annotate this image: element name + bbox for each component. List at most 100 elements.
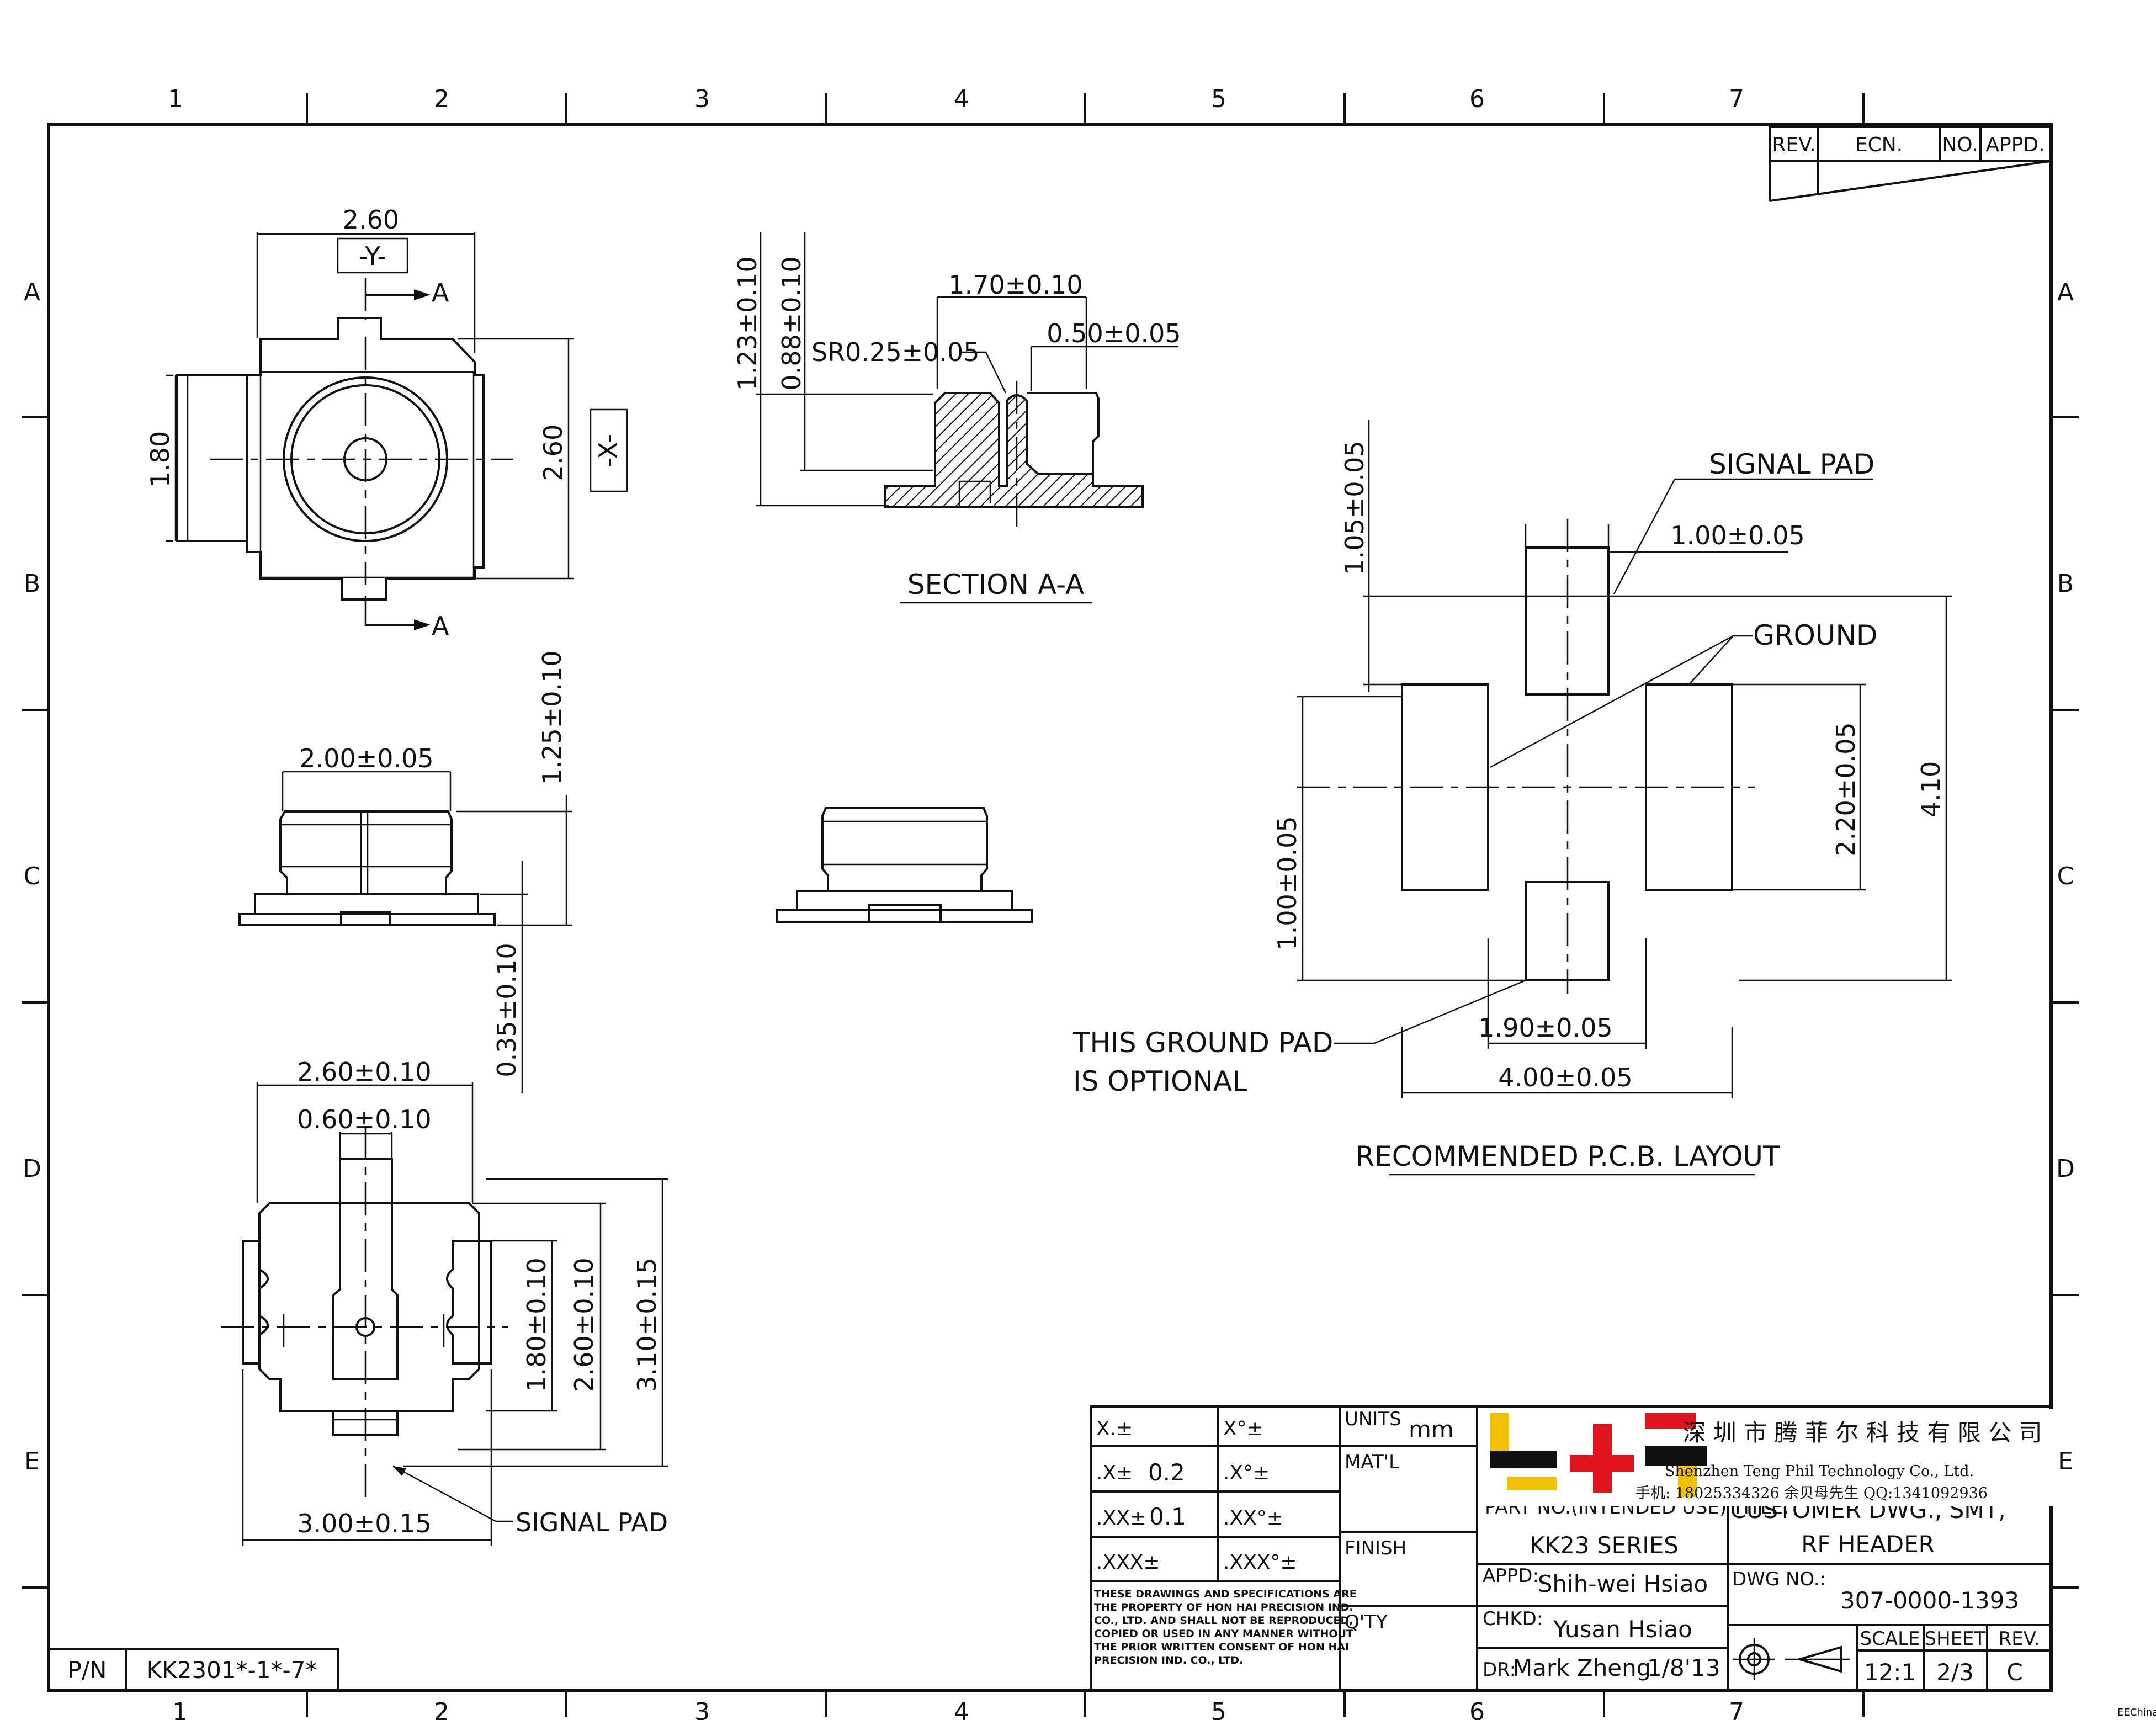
sheet-label: SHEET (1925, 1628, 1986, 1650)
section-title: SECTION A-A (907, 569, 1084, 601)
company-contact: 手机: 18025334326 余贝母先生 QQ:1341092936 (1635, 1485, 1988, 1502)
units-label: UNITS (1345, 1408, 1401, 1430)
zone-labels: 1 2 3 4 5 6 7 1 2 3 4 5 6 7 A B C D E A … (23, 85, 2075, 1720)
pcb-ground-label: GROUND (1753, 619, 1877, 651)
zone-row-a-left: A (24, 278, 40, 306)
notice-line-2: THE PROPERTY OF HON HAI PRECISION IND. (1094, 1601, 1353, 1613)
zone-col-3-top: 3 (694, 85, 710, 113)
units-value: mm (1409, 1416, 1454, 1443)
appd-label: APPD: (1483, 1565, 1539, 1587)
side-view: 2.00±0.05 1.25±0.10 0.35±0.10 (238, 650, 572, 1093)
pcb-top-offset: 1.05±0.05 (1340, 440, 1369, 575)
zone-col-7-bottom: 7 (1729, 1698, 1744, 1720)
tol-x: X.± (1096, 1418, 1133, 1440)
projection-symbol-icon (1733, 1638, 1850, 1680)
pcb-note-line2: IS OPTIONAL (1073, 1065, 1247, 1097)
scale-label: SCALE (1860, 1628, 1920, 1650)
zone-col-5-bottom: 5 (1211, 1698, 1226, 1720)
revision-block: REV. ECN. NO. APPD. (1769, 126, 2051, 202)
side-width-dim: 2.00±0.05 (299, 744, 433, 773)
zone-col-6-bottom: 6 (1469, 1698, 1485, 1720)
finish-label: FINISH (1345, 1537, 1406, 1559)
notice-line-5: THE PRIOR WRITTEN CONSENT OF HON HAI (1094, 1641, 1349, 1653)
zone-row-d-left: D (23, 1155, 41, 1183)
zone-row-c-right: C (2057, 862, 2074, 890)
scale-value: 12:1 (1864, 1659, 1916, 1686)
tol-x2-val: 0.1 (1149, 1503, 1186, 1530)
dr-date: 1/8'13 (1647, 1654, 1720, 1681)
sec-w2: 0.50±0.05 (1047, 318, 1181, 348)
zone-row-e-right: E (2058, 1447, 2073, 1475)
zone-col-1-top: 1 (168, 85, 183, 113)
sec-radius: SR0.25±0.05 (811, 337, 980, 367)
top-side-dim: 1.80 (145, 431, 175, 487)
cut-label-bottom: A (432, 611, 449, 641)
watermark: EEChina.com (2117, 1707, 2156, 1718)
pcb-note-line1: THIS GROUND PAD (1072, 1027, 1333, 1059)
side-view-2 (776, 807, 1033, 923)
tol-x3: .XXX± (1096, 1551, 1160, 1574)
company-logo (1490, 1413, 1707, 1497)
datum-x-label: -X- (593, 434, 623, 467)
top-height-dim: 2.60 (538, 424, 568, 481)
datum-y-label: -Y- (359, 241, 386, 271)
sec-h2: 0.88±0.10 (777, 256, 806, 390)
title-line2: RF HEADER (1801, 1531, 1935, 1558)
appd-header: APPD. (1985, 134, 2045, 156)
zone-col-2-top: 2 (434, 85, 449, 113)
pcb-layout: 1.05±0.05 1.00±0.05 2.20±0.05 4.10 1.90±… (1072, 420, 1952, 1176)
zone-col-4-top: 4 (954, 85, 969, 113)
pn-block: P/N KK2301*-1*-7* (47, 1648, 339, 1691)
tol-xa: X°± (1223, 1418, 1263, 1440)
qty-label: Q'TY (1345, 1611, 1388, 1633)
ecn-header: ECN. (1855, 134, 1903, 156)
dwg-no-label: DWG NO.: (1732, 1568, 1826, 1590)
part-no-value: KK23 SERIES (1530, 1532, 1679, 1559)
rev-header: REV. (1772, 134, 1815, 156)
notice-line-3: CO., LTD. AND SHALL NOT BE REPRODUCED, (1094, 1615, 1353, 1627)
zone-col-3-bottom: 3 (694, 1698, 710, 1720)
zone-col-5-top: 5 (1211, 85, 1226, 113)
bottom-width-bottom: 3.00±0.15 (297, 1509, 431, 1538)
zone-row-a-right: A (2057, 278, 2074, 306)
company-name-cn: 深 圳 市 腾 菲 尔 科 技 有 限 公 司 (1683, 1419, 2042, 1446)
tol-xa3: .XXX°± (1223, 1551, 1297, 1574)
section-view: 1.23±0.10 0.88±0.10 1.70±0.10 0.50±0.05 … (732, 232, 1181, 604)
chkd-label: CHKD: (1483, 1608, 1543, 1630)
pcb-inner-w: 1.90±0.05 (1478, 1013, 1612, 1043)
sec-h1: 1.23±0.10 (732, 256, 762, 390)
pcb-signal-label: SIGNAL PAD (1709, 448, 1874, 480)
top-width-dim: 2.60 (343, 205, 399, 235)
notice-line-6: PRECISION IND. CO., LTD. (1094, 1654, 1243, 1666)
bottom-width-top: 2.60±0.10 (297, 1057, 431, 1087)
zone-row-b-right: B (2057, 570, 2074, 598)
appd-value: Shih-wei Hsiao (1538, 1570, 1708, 1597)
datum-x-box (590, 408, 628, 492)
bottom-pin-width: 0.60±0.10 (297, 1105, 431, 1134)
side-height-dim: 1.25±0.10 (537, 650, 567, 784)
notice-line-1: THESE DRAWINGS AND SPECIFICATIONS ARE (1094, 1588, 1357, 1600)
zone-row-e-left: E (24, 1447, 40, 1475)
chkd-value: Yusan Hsiao (1553, 1616, 1692, 1643)
pcb-title: RECOMMENDED P.C.B. LAYOUT (1355, 1140, 1780, 1172)
zone-col-6-top: 6 (1469, 85, 1485, 113)
zone-col-4-bottom: 4 (954, 1698, 969, 1720)
bottom-h3: 3.10±0.15 (632, 1257, 662, 1392)
no-header: NO. (1942, 134, 1978, 156)
zone-row-c-left: C (24, 862, 41, 890)
dwg-no-value: 307-0000-1393 (1840, 1587, 2019, 1614)
bottom-signal-label: SIGNAL PAD (516, 1507, 668, 1537)
bottom-view: 2.60±0.10 0.60±0.10 1.80±0.10 2.60±0.10 (221, 1057, 668, 1546)
tol-x1: .X± (1096, 1462, 1133, 1484)
sheet-value: 2/3 (1936, 1659, 1974, 1686)
pcb-signal-w: 1.00±0.05 (1670, 521, 1804, 550)
sec-w1: 1.70±0.10 (948, 270, 1082, 300)
sheet-border (22, 93, 2079, 1717)
pcb-overall-w: 4.00±0.05 (1498, 1063, 1632, 1092)
side-base-dim: 0.35±0.10 (492, 943, 522, 1077)
datum-y-box (337, 237, 408, 274)
zone-col-2-bottom: 2 (434, 1698, 449, 1720)
top-view: 2.60 -Y- A A 1.80 2.60 -X- (145, 205, 628, 641)
dr-label: DR: (1483, 1659, 1516, 1681)
